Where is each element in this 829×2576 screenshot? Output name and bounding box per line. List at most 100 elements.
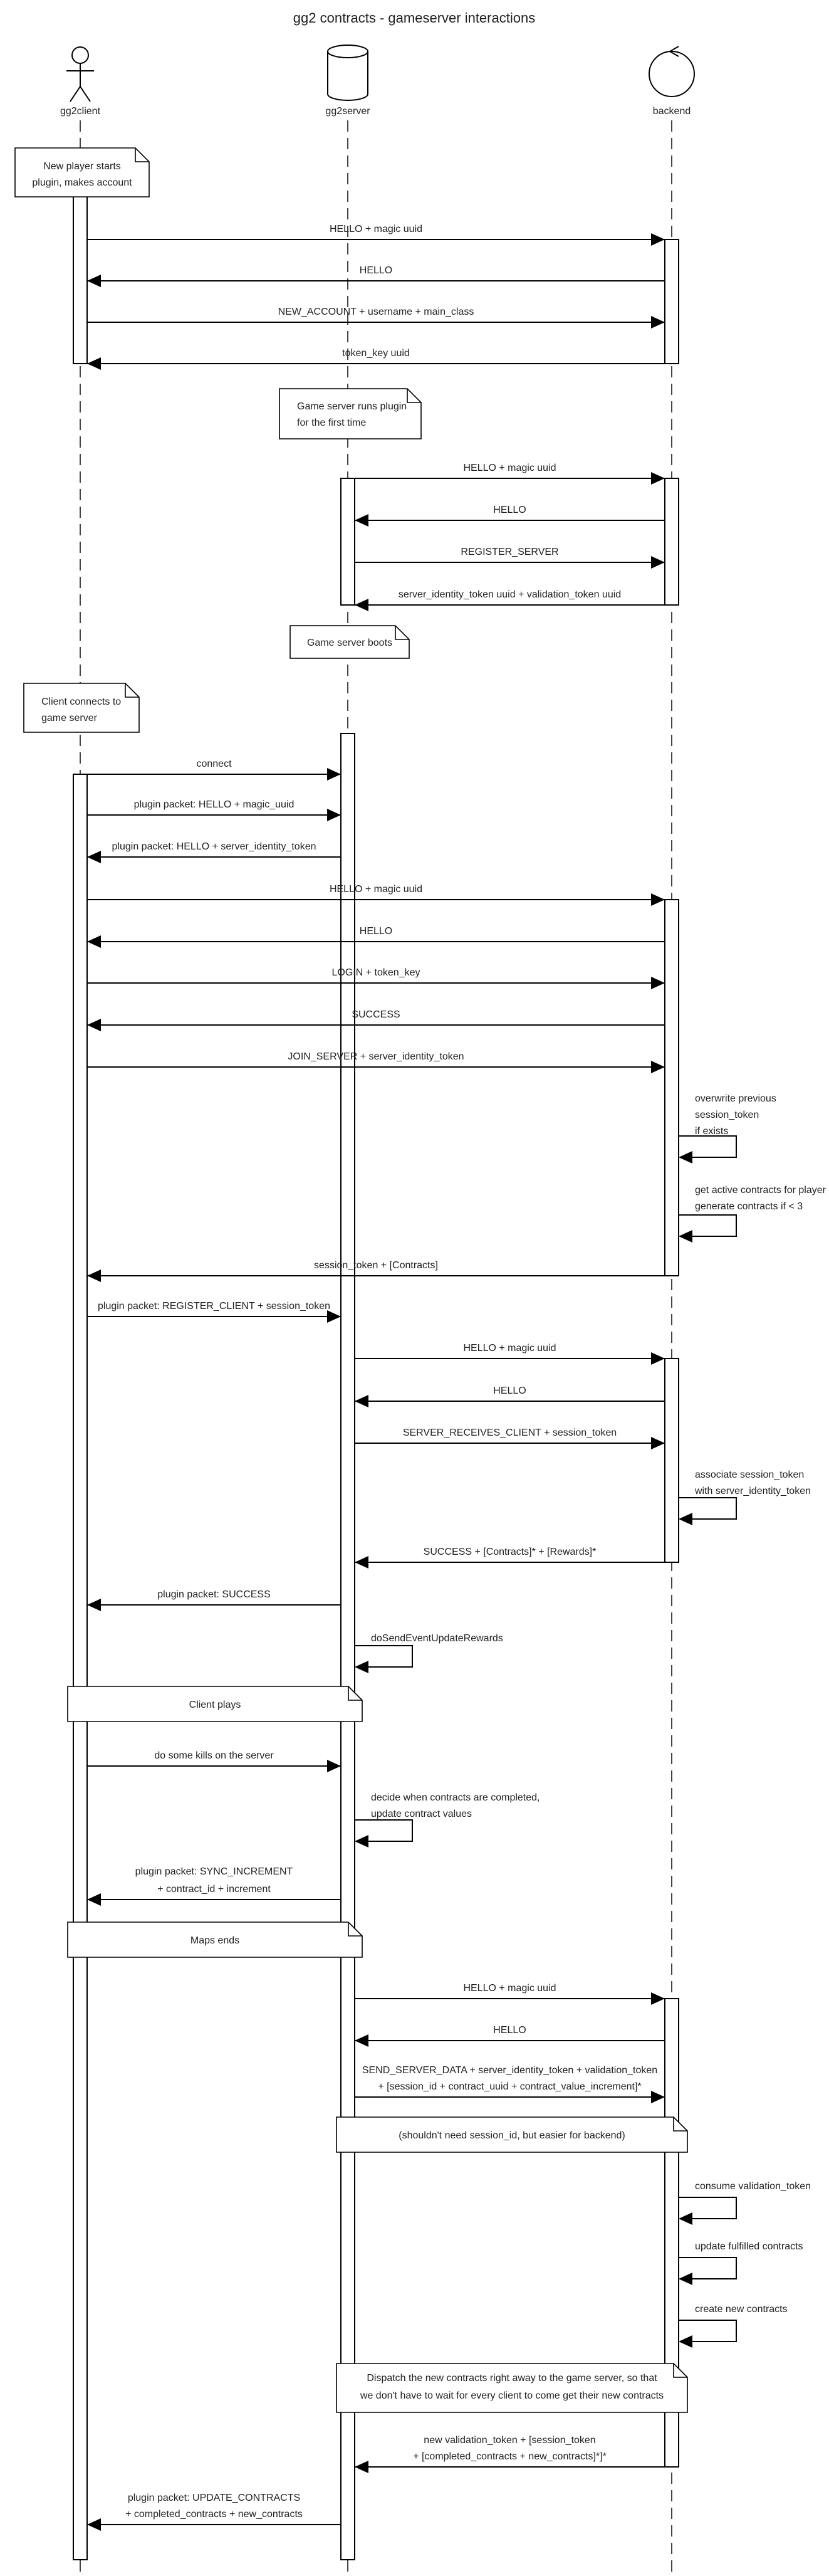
message-line	[355, 1645, 413, 1668]
note-text: Game server runs plugin	[297, 401, 407, 412]
message-m12: HELLO + magic uuid	[87, 884, 665, 906]
arrowhead	[87, 2518, 101, 2531]
self-message-self2: get active contracts for playergenerate …	[679, 1185, 826, 1243]
note-text: (shouldn't need session_id, but easier f…	[399, 2130, 625, 2141]
activation-bar-backend	[664, 239, 679, 364]
arrowhead	[679, 1230, 692, 1243]
message-m14: LOGIN + token_key	[87, 967, 665, 989]
arrowhead	[651, 316, 665, 329]
arrowhead	[355, 2034, 368, 2047]
message-label: do some kills on the server	[154, 1750, 274, 1761]
message-m29: new validation_token + [session_token+ […	[355, 2435, 665, 2473]
arrowhead	[651, 472, 665, 485]
message-label: session_token	[695, 1110, 759, 1120]
message-label: if exists	[695, 1126, 728, 1137]
message-label: associate session_token	[695, 1469, 804, 1480]
message-label: connect	[196, 759, 232, 769]
self-message-self8: create new contracts	[679, 2304, 788, 2348]
arrowhead	[327, 768, 341, 781]
note-text: New player starts	[43, 161, 121, 172]
arrowhead	[355, 1661, 368, 1673]
message-m10: plugin packet: HELLO + magic_uuid	[87, 799, 341, 821]
message-m26: HELLO + magic uuid	[355, 1983, 665, 2005]
participant-label-client: gg2client	[60, 106, 101, 117]
message-label: REGISTER_SERVER	[461, 547, 558, 557]
message-label: + [session_id + contract_uuid + contract…	[378, 2081, 641, 2092]
arrowhead	[327, 809, 341, 821]
arrowhead	[355, 599, 368, 611]
note-session_id_note: (shouldn't need session_id, but easier f…	[336, 2116, 688, 2153]
message-m3: NEW_ACCOUNT + username + main_class	[87, 307, 665, 329]
message-m20: HELLO	[355, 1385, 665, 1407]
arrowhead	[327, 1760, 341, 1772]
message-label: server_identity_token uuid + validation_…	[399, 589, 621, 600]
note-text: Dispatch the new contracts right away to…	[367, 2373, 657, 2384]
note-text: Client connects to	[41, 697, 121, 707]
message-m21: SERVER_RECEIVES_CLIENT + session_token	[355, 1427, 665, 1449]
note-text: game server	[41, 713, 98, 723]
arrowhead	[87, 1893, 101, 1906]
message-m30: plugin packet: UPDATE_CONTRACTS+ complet…	[87, 2493, 341, 2531]
message-label: update fulfilled contracts	[695, 2241, 803, 2252]
arrowhead	[651, 233, 665, 246]
arrowhead	[87, 275, 101, 287]
arrowhead	[651, 2091, 665, 2103]
message-label: doSendEventUpdateRewards	[371, 1633, 503, 1644]
message-label: plugin packet: SUCCESS	[157, 1589, 271, 1600]
message-label: HELLO + magic uuid	[463, 1343, 556, 1354]
message-m9: connect	[87, 759, 341, 781]
message-label: + completed_contracts + new_contracts	[125, 2509, 303, 2520]
message-line	[679, 1497, 737, 1520]
participant-backend: backend	[649, 46, 695, 117]
activation-bar-client	[73, 774, 88, 2560]
message-label: update contract values	[371, 1809, 472, 1819]
activation-bar-backend	[664, 899, 679, 1276]
message-label: consume validation_token	[695, 2181, 811, 2192]
message-label: generate contracts if < 3	[695, 1201, 803, 1212]
arrowhead	[87, 935, 101, 948]
arrowhead	[679, 1513, 692, 1525]
arrowhead	[679, 1151, 692, 1164]
message-label: + contract_id + increment	[157, 1884, 271, 1895]
actor-icon	[66, 46, 94, 102]
message-m25: plugin packet: SYNC_INCREMENT + contract_…	[87, 1866, 341, 1906]
message-m19: HELLO + magic uuid	[355, 1343, 665, 1365]
message-label: HELLO	[493, 1385, 526, 1396]
arrowhead	[651, 893, 665, 906]
message-line	[679, 2257, 737, 2279]
message-m16: JOIN_SERVER + server_identity_token	[87, 1051, 665, 1073]
database-icon	[327, 45, 368, 101]
message-m5: HELLO + magic uuid	[355, 463, 665, 485]
message-label: plugin packet: SYNC_INCREMENT	[135, 1866, 293, 1877]
activation-bar-backend	[664, 478, 679, 606]
message-label: new validation_token + [session_token	[424, 2435, 595, 2446]
lifelines	[80, 120, 672, 2576]
message-line	[355, 1819, 413, 1842]
message-line	[679, 2197, 737, 2219]
message-m4: token_key uuid	[87, 348, 665, 370]
message-m28: SEND_SERVER_DATA + server_identity_token…	[355, 2065, 665, 2103]
self-message-self6: consume validation_token	[679, 2181, 811, 2225]
message-label: HELLO	[493, 505, 526, 515]
activation-bar-client	[73, 195, 88, 364]
message-label: HELLO	[360, 265, 392, 276]
note-client_connects: Client connects to game server	[23, 683, 140, 733]
message-label: NEW_ACCOUNT + username + main_class	[278, 307, 474, 317]
message-line	[679, 1214, 737, 1237]
note-text: Client plays	[189, 1700, 241, 1710]
note-text: Maps ends	[190, 1935, 239, 1946]
arrowhead	[87, 1599, 101, 1611]
message-label: LOGIN + token_key	[332, 967, 420, 978]
message-label: overwrite previous	[695, 1093, 776, 1104]
arrowhead	[679, 2335, 692, 2348]
arrowhead	[87, 1270, 101, 1282]
arrowhead	[327, 1310, 341, 1323]
arrowhead	[651, 977, 665, 989]
note-server_boots: Game server boots	[289, 625, 410, 659]
note-client_plays: Client plays	[67, 1686, 363, 1722]
message-m15: SUCCESS	[87, 1009, 665, 1031]
arrowhead	[679, 2273, 692, 2285]
message-m27: HELLO	[355, 2025, 665, 2047]
